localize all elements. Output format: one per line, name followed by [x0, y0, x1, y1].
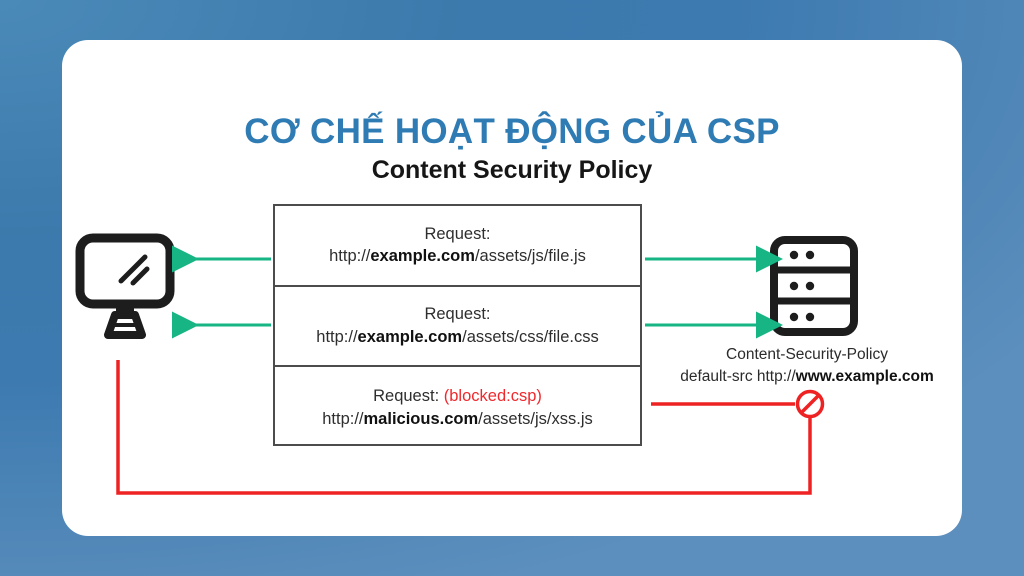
url-path: /assets/js/xss.js	[478, 409, 593, 428]
url-domain: example.com	[370, 247, 475, 266]
request-label: Request:	[424, 224, 491, 243]
request-label: Request:	[424, 305, 491, 324]
url-prefix: http://	[329, 247, 371, 266]
request-url-line: http://example.com/assets/css/file.css	[316, 326, 598, 349]
url-path: /assets/js/file.js	[474, 247, 586, 266]
url-path: /assets/css/file.css	[462, 327, 599, 346]
url-prefix: http://	[316, 327, 358, 346]
request-url-line: http://example.com/assets/js/file.js	[329, 245, 586, 268]
server-icon	[769, 236, 859, 336]
csp-directive-value: www.example.com	[795, 368, 934, 385]
request-label-line: Request:	[424, 223, 490, 246]
csp-directive: default-src http://	[680, 368, 796, 385]
csp-directive-line: default-src http://www.example.com	[652, 366, 962, 388]
request-row: Request: http://example.com/assets/css/f…	[275, 287, 640, 368]
content-card: CƠ CHẾ HOẠT ĐỘNG CỦA CSP Content Securit…	[62, 40, 962, 536]
request-label-line: Request: (blocked:csp)	[373, 385, 542, 408]
csp-header-name: Content-Security-Policy	[726, 346, 888, 363]
url-domain: malicious.com	[363, 409, 479, 428]
request-row: Request: http://example.com/assets/js/fi…	[275, 206, 640, 287]
csp-policy-label: Content-Security-Policy default-src http…	[652, 344, 962, 388]
request-label-line: Request:	[424, 303, 490, 326]
diagram-subtitle: Content Security Policy	[371, 156, 653, 184]
request-label: Request:	[373, 386, 440, 405]
url-domain: example.com	[357, 327, 463, 346]
page-title: CƠ CHẾ HOẠT ĐỘNG CỦA CSP	[244, 112, 780, 151]
blocked-status-badge: (blocked:csp)	[443, 386, 542, 405]
request-url-line: http://malicious.com/assets/js/xss.js	[322, 408, 593, 431]
request-list: Request: http://example.com/assets/js/fi…	[273, 204, 642, 446]
no-entry-icon	[795, 389, 825, 419]
monitor-icon	[75, 233, 175, 343]
request-row: Request: (blocked:csp) http://malicious.…	[275, 367, 640, 448]
url-prefix: http://	[322, 409, 364, 428]
